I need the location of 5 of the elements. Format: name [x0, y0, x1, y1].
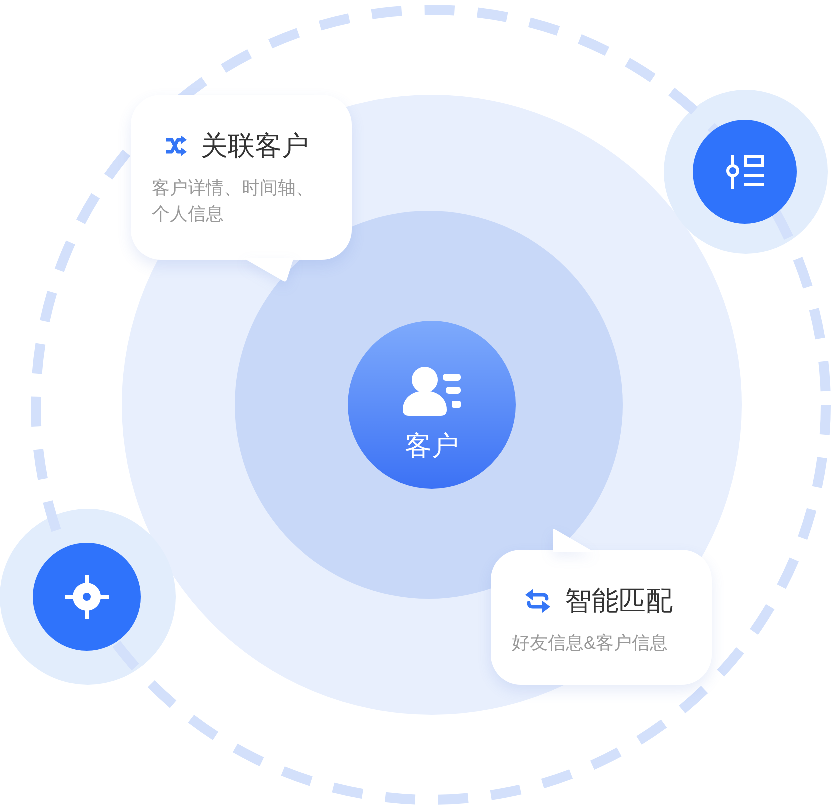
- circle-label: 客户: [405, 430, 459, 462]
- card-title: 智能匹配: [565, 585, 673, 618]
- card-title: 关联客户: [201, 130, 309, 163]
- card-description: 客户详情、时间轴、个人信息: [152, 177, 315, 226]
- card-description: 好友信息&客户信息: [512, 632, 670, 655]
